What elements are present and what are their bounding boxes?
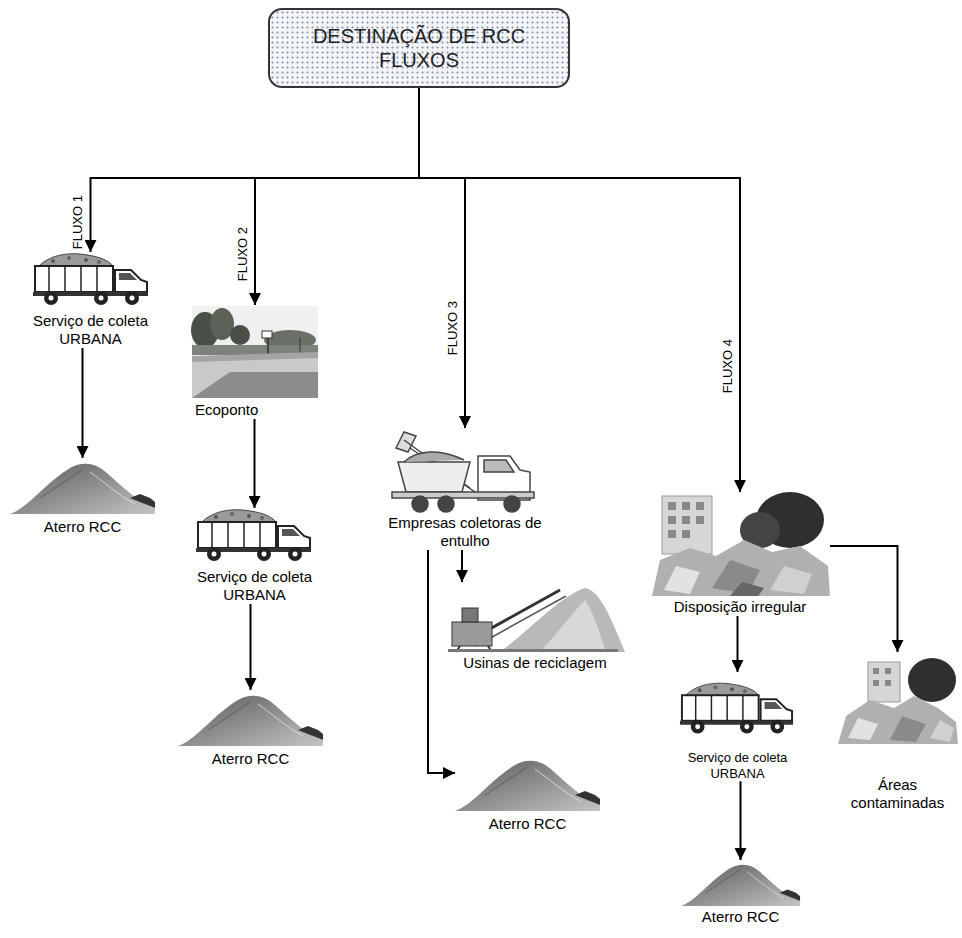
flow-arrow <box>255 88 419 305</box>
title-text: DESTINAÇÃO DE RCC FLUXOS <box>304 24 534 72</box>
flow-arrow <box>830 546 898 652</box>
flow-arrow <box>250 604 252 690</box>
node-caption: Aterro RCC <box>668 908 813 926</box>
flow-step: Serviço de coleta URBANA <box>675 672 800 781</box>
node-caption: Usinas de reciclagem <box>445 654 625 672</box>
node-caption: Áreas contaminadas <box>835 776 960 812</box>
flow-step: Serviço de coleta URBANA <box>28 252 153 348</box>
flow-arrow <box>82 348 84 458</box>
node-caption: Serviço de coleta URBANA <box>28 312 153 348</box>
flow-arrow <box>740 781 742 860</box>
flow-arrow <box>419 88 465 428</box>
flow-arrow <box>419 88 740 492</box>
flow-step: Empresas coletoras de entulho <box>385 428 545 550</box>
flow-step: Serviço de coleta URBANA <box>192 508 317 604</box>
node-caption: Aterro RCC <box>10 518 155 536</box>
flow-arrow <box>428 550 455 773</box>
node-caption: Serviço de coleta URBANA <box>675 750 800 781</box>
flow-label: FLUXO 4 <box>721 338 735 394</box>
node-caption: Disposição irregular <box>650 598 830 616</box>
node-caption: Aterro RCC <box>178 750 323 768</box>
flow-arrow <box>461 550 463 582</box>
flow-label: FLUXO 2 <box>236 226 250 282</box>
title-box: DESTINAÇÃO DE RCC FLUXOS <box>268 8 570 88</box>
flow-step: Ecoponto <box>190 305 320 419</box>
flow-step: Usinas de reciclagem <box>445 582 625 672</box>
flow-step: Áreas contaminadas <box>835 652 960 812</box>
flow-label: FLUXO 1 <box>71 194 85 250</box>
node-caption: Empresas coletoras de entulho <box>385 514 545 550</box>
node-caption: Aterro RCC <box>455 815 600 833</box>
flow-step: Disposição irregular <box>650 492 830 616</box>
node-caption: Ecoponto <box>195 401 320 419</box>
flow-label: FLUXO 3 <box>446 300 460 356</box>
flow-step: Aterro RCC <box>455 755 600 833</box>
flow-arrow <box>254 419 256 508</box>
node-caption: Serviço de coleta URBANA <box>192 568 317 604</box>
flow-step: Aterro RCC <box>178 690 323 768</box>
flow-arrow <box>737 616 739 672</box>
flow-step: Aterro RCC <box>10 458 155 536</box>
flow-step: Aterro RCC <box>668 860 813 926</box>
